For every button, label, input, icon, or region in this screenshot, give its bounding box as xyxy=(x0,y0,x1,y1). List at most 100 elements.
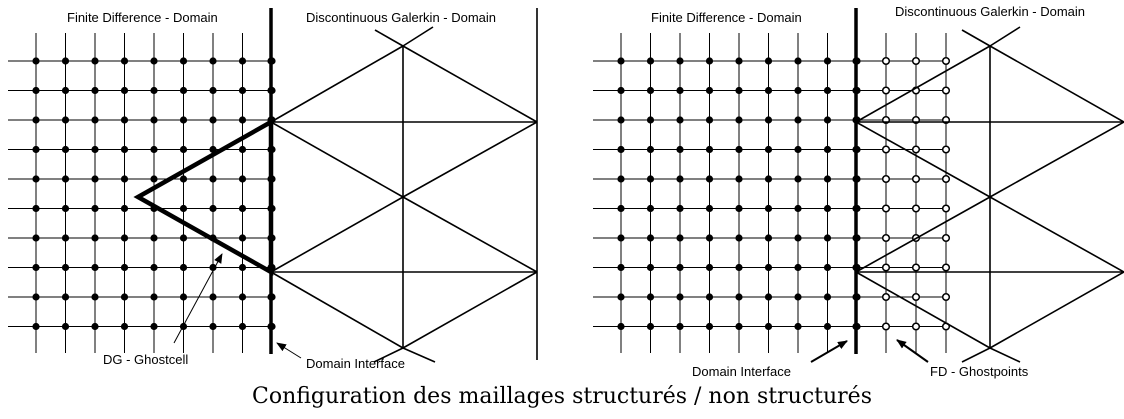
fd-node xyxy=(676,263,684,272)
fd-node xyxy=(91,145,99,154)
fd-node xyxy=(238,204,247,213)
right-panel: Finite Difference - Domain Discontinuous… xyxy=(593,4,1124,379)
fd-node xyxy=(646,175,655,183)
fd-node xyxy=(646,145,655,154)
fd-node xyxy=(150,145,158,154)
fd-node xyxy=(179,145,188,154)
fd-node xyxy=(238,86,247,95)
fd-node xyxy=(209,116,217,124)
dg-mesh-edge xyxy=(402,26,434,47)
dg-mesh-edge xyxy=(374,29,404,47)
fd-node xyxy=(646,263,655,272)
fd-ghostpoint xyxy=(941,145,951,154)
fd-node xyxy=(238,234,247,242)
fd-node xyxy=(794,204,802,213)
ghostcell-label: DG - Ghostcell xyxy=(103,352,188,367)
dg-mesh-edge xyxy=(855,196,991,273)
fd-ghostpoint xyxy=(911,56,921,66)
figure-caption: Configuration des maillages structurés /… xyxy=(252,384,872,409)
fd-node xyxy=(794,86,802,95)
fd-node xyxy=(61,293,70,301)
fd-node xyxy=(646,86,655,95)
fd-node xyxy=(32,86,40,95)
fd-node xyxy=(238,322,247,331)
fd-node xyxy=(764,145,773,154)
fd-node xyxy=(91,204,99,213)
fd-node xyxy=(617,145,625,154)
fd-ghostpoint xyxy=(911,263,921,272)
fd-node xyxy=(823,322,832,331)
fd-node xyxy=(823,263,832,272)
fd-node xyxy=(764,234,773,242)
fd-node xyxy=(91,263,99,272)
fd-ghostpoint xyxy=(881,263,891,272)
fd-node xyxy=(794,175,802,183)
fd-node xyxy=(705,204,714,213)
fd-node xyxy=(705,145,714,154)
fd-ghostpoint xyxy=(881,292,891,302)
fd-node xyxy=(823,116,832,124)
fd-node xyxy=(120,293,129,301)
fd-node xyxy=(120,234,129,242)
right-fd-grid xyxy=(593,33,951,353)
dg-mesh-edge xyxy=(855,45,991,123)
fd-node xyxy=(764,116,773,124)
fd-node xyxy=(179,175,188,183)
fd-node xyxy=(676,322,684,331)
fd-node xyxy=(238,57,247,65)
dg-mesh-edge xyxy=(989,26,1021,47)
fd-node xyxy=(735,57,743,65)
fd-node xyxy=(150,293,158,301)
dg-mesh-edge xyxy=(855,121,991,198)
fd-ghostpoint xyxy=(941,174,951,184)
fd-node xyxy=(91,293,99,301)
fd-node xyxy=(617,234,625,242)
fd-node xyxy=(794,116,802,124)
fd-node xyxy=(32,145,40,154)
fd-node xyxy=(823,234,832,242)
fd-node xyxy=(705,57,714,65)
fd-node xyxy=(179,293,188,301)
fd-node xyxy=(61,145,70,154)
fd-node xyxy=(617,86,625,95)
fd-node xyxy=(61,57,70,65)
fd-node xyxy=(91,175,99,183)
fd-node xyxy=(764,86,773,95)
fd-ghostpoint xyxy=(911,322,921,331)
fd-node xyxy=(794,293,802,301)
ghostpoints-label: FD - Ghostpoints xyxy=(930,364,1029,379)
fd-node xyxy=(794,322,802,331)
fd-node xyxy=(705,116,714,124)
left-panel: Finite Difference - Domain Discontinuous… xyxy=(8,8,538,371)
left-fd-domain-label: Finite Difference - Domain xyxy=(67,10,218,25)
fd-node xyxy=(209,86,217,95)
fd-node xyxy=(209,204,217,213)
dg-mesh-edge xyxy=(855,271,991,349)
fd-node xyxy=(61,263,70,272)
left-dg-domain-label: Discontinuous Galerkin - Domain xyxy=(306,10,496,25)
fd-node xyxy=(617,263,625,272)
fd-ghostpoint xyxy=(911,204,921,213)
dg-mesh-edge xyxy=(373,347,404,363)
fd-node xyxy=(823,145,832,154)
fd-node xyxy=(764,204,773,213)
fd-node xyxy=(823,57,832,65)
fd-node xyxy=(150,86,158,95)
fd-node xyxy=(676,116,684,124)
fd-node xyxy=(61,86,70,95)
fd-node xyxy=(179,204,188,213)
fd-ghostpoint xyxy=(941,56,951,66)
fd-node xyxy=(735,204,743,213)
fd-node xyxy=(209,293,217,301)
fd-node xyxy=(120,145,129,154)
fd-ghostpoint xyxy=(881,233,891,243)
fd-node xyxy=(150,175,158,183)
dg-mesh-edge xyxy=(270,271,404,349)
right-interface-label: Domain Interface xyxy=(692,364,791,379)
fd-node xyxy=(823,293,832,301)
right-fd-domain-label: Finite Difference - Domain xyxy=(651,10,802,25)
dg-mesh-edge xyxy=(402,121,538,198)
fd-node xyxy=(823,86,832,95)
fd-node xyxy=(179,57,188,65)
